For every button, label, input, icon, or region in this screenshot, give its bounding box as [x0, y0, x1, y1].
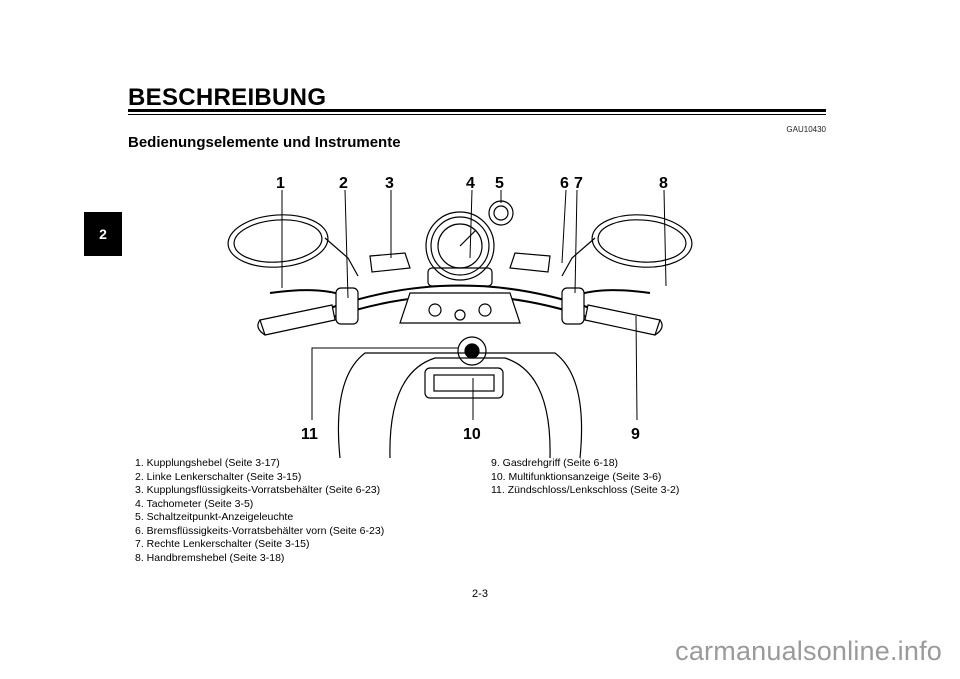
- right-mirror: [561, 214, 693, 277]
- fuel-tank: [337, 352, 583, 458]
- callout-3: 3: [385, 175, 394, 192]
- doc-code: GAU10430: [786, 125, 826, 134]
- handlebar-illustration: 1 2 3 4 5 6 7 8 9 10 11: [220, 168, 700, 458]
- legend-item: 1. Kupplungshebel (Seite 3-17): [135, 457, 280, 469]
- legend-left-column: 1. Kupplungshebel (Seite 3-17) 2. Linke …: [135, 457, 384, 565]
- legend-item: 4. Tachometer (Seite 3-5): [135, 497, 254, 510]
- right-switch-housing: [561, 287, 585, 325]
- callout-4: 4: [466, 175, 475, 192]
- callout-6: 6: [560, 175, 569, 192]
- callout-1: 1: [276, 175, 285, 192]
- callout-8: 8: [659, 175, 668, 192]
- title-rule: [128, 109, 826, 112]
- legend-item: 3. Kupplungsflüssigkeits-Vorratsbehälter…: [135, 484, 381, 496]
- callout-11: 11: [301, 426, 318, 443]
- top-yoke: [399, 292, 521, 324]
- leader-lines: [281, 189, 667, 421]
- shift-light: [488, 200, 514, 226]
- legend-item: 9. Gasdrehgriff (Seite 6-18): [491, 457, 619, 469]
- page-number: 2-3: [472, 588, 488, 600]
- clutch-lever: [269, 289, 346, 297]
- callout-2: 2: [339, 175, 348, 192]
- callout-5: 5: [495, 175, 504, 192]
- legend-item: 10. Multifunktionsanzeige (Seite 3-6): [491, 470, 662, 483]
- legend-item: 7. Rechte Lenkerschalter (Seite 3-15): [135, 538, 310, 550]
- legend-item: 2. Linke Lenkerschalter (Seite 3-15): [135, 470, 302, 483]
- ignition-switch: [457, 336, 487, 366]
- chapter-tab: 2: [84, 212, 122, 256]
- legend-item: 11. Zündschloss/Lenkschloss (Seite 3-2): [491, 484, 680, 496]
- right-grip: [584, 304, 663, 336]
- left-switch-housing: [335, 287, 359, 325]
- left-grip: [257, 304, 336, 336]
- multifunction-display: [424, 367, 504, 399]
- legend-right-column: 9. Gasdrehgriff (Seite 6-18) 10. Multifu…: [491, 457, 679, 498]
- clutch-reservoir: [369, 252, 411, 273]
- legend-item: 8. Handbremshebel (Seite 3-18): [135, 551, 285, 564]
- legend-item: 5. Schaltzeitpunkt-Anzeigeleuchte: [135, 511, 294, 523]
- brake-reservoir: [509, 252, 551, 273]
- callout-9: 9: [631, 426, 640, 443]
- subtitle: Bedienungselemente und Instrumente: [128, 134, 401, 151]
- left-mirror: [227, 214, 359, 277]
- tachometer: [425, 211, 495, 287]
- brake-lever: [574, 289, 651, 297]
- title-rule-thin: [128, 114, 826, 115]
- section-title: BESCHREIBUNG: [128, 84, 327, 111]
- callout-7: 7: [574, 175, 583, 192]
- watermark-link[interactable]: carmanualsonline.info: [675, 636, 942, 666]
- callout-10: 10: [463, 426, 481, 443]
- legend-item: 6. Bremsflüssigkeits-Vorratsbehälter vor…: [135, 524, 385, 537]
